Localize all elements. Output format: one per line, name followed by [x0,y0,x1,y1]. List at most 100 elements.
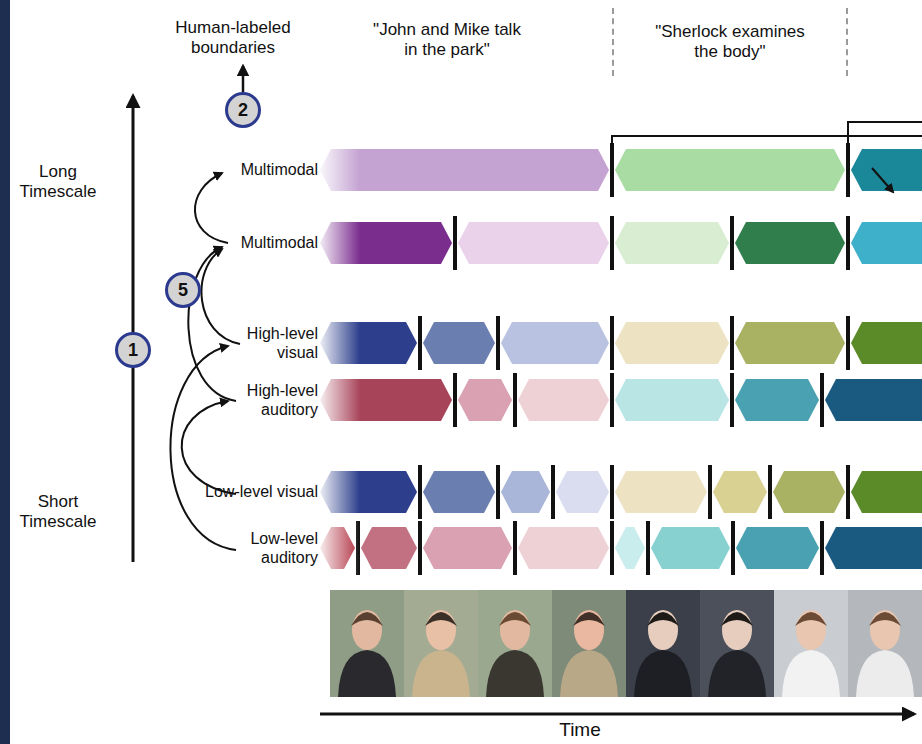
boundary-tick [820,521,824,575]
event-segment [851,149,922,191]
event-segment [713,471,767,513]
bracket [612,122,922,192]
figure-head [870,610,900,650]
boundary-tick [610,143,614,197]
figure-hair [573,612,605,626]
boundary-tick [610,216,614,270]
bracket-line [612,136,922,150]
boundary-tick [610,316,614,370]
boundary-tick [646,521,650,575]
bracket-line [848,122,922,150]
event-segment [825,379,922,421]
event-segment [320,149,609,191]
figure-hair [351,612,383,626]
boundary-tick [730,216,734,270]
curved-arrow [188,247,236,401]
figure-head [796,610,826,650]
event-segment [825,527,922,569]
event-segment [651,527,730,569]
event-segment [615,222,729,264]
boundary-tick [768,465,772,519]
event-segment [423,527,512,569]
boundary-tick [610,465,614,519]
boundary-tick [453,216,457,270]
film-frame [774,590,848,697]
figure-hair [795,612,827,626]
film-frame [478,590,552,697]
figure-head [500,610,530,650]
figure-head [648,610,678,650]
boundary-tick [730,373,734,427]
curved-arrow [170,346,236,550]
frame-background [700,590,774,697]
boundary-tick [730,316,734,370]
event-row [320,316,922,370]
event-bars [320,143,922,575]
figure-body [856,650,914,697]
row-label: Low-level visual [203,482,318,501]
figure-body [560,650,618,697]
row-label: Multimodal [203,160,318,179]
film-frame [330,590,404,697]
figure-hair [499,612,531,626]
frame-background [552,590,626,697]
boundary-tick [846,465,850,519]
row-label: High-level visual [203,324,318,362]
boundary-tick [551,465,555,519]
event-segment [556,471,609,513]
figure-body [782,650,840,697]
event-row [320,373,922,427]
event-segment [458,379,512,421]
event-segment [773,471,845,513]
frame-background [478,590,552,697]
event-segment [501,471,550,513]
figure-body [412,650,470,697]
callout-number: 2 [225,92,261,128]
axis-title: Human-labeled boundaries [148,18,318,59]
film-frame [404,590,478,697]
time-axis [320,713,914,716]
film-strip [330,590,922,697]
left-fade [316,140,360,580]
figure-hair [425,612,457,626]
event-segment [518,527,609,569]
scene-title: "John and Mike talk in the park" [372,20,522,61]
row-label: Low-level auditory [203,529,318,567]
figure-body [338,650,396,697]
event-segment [735,379,819,421]
event-segment [361,527,417,569]
boundary-tick [610,373,614,427]
curved-arrow [182,401,236,494]
event-row [320,143,922,197]
row-label: High-level auditory [203,381,318,419]
boundary-tick [708,465,712,519]
callout-number: 5 [165,272,201,308]
boundary-tick [846,216,850,270]
frame-background [404,590,478,697]
row-label: Multimodal [203,233,318,252]
event-segment [735,222,845,264]
event-segment [615,471,707,513]
axis-label: Short Timescale [12,492,104,533]
timescale-axis [132,96,135,562]
boundary-tick [453,373,457,427]
frame-background [848,590,922,697]
film-frame [700,590,774,697]
film-frame [626,590,700,697]
figure-body [486,650,544,697]
film-frame [848,590,922,697]
event-row [320,521,922,575]
figure-hair [721,612,753,626]
event-segment [851,222,922,264]
event-segment [615,379,729,421]
event-segment [615,322,729,364]
frame-background [774,590,848,697]
boundary-tick [418,521,422,575]
event-segment [501,322,609,364]
boundary-tick [513,373,517,427]
event-segment [423,322,495,364]
film-frame [552,590,626,697]
